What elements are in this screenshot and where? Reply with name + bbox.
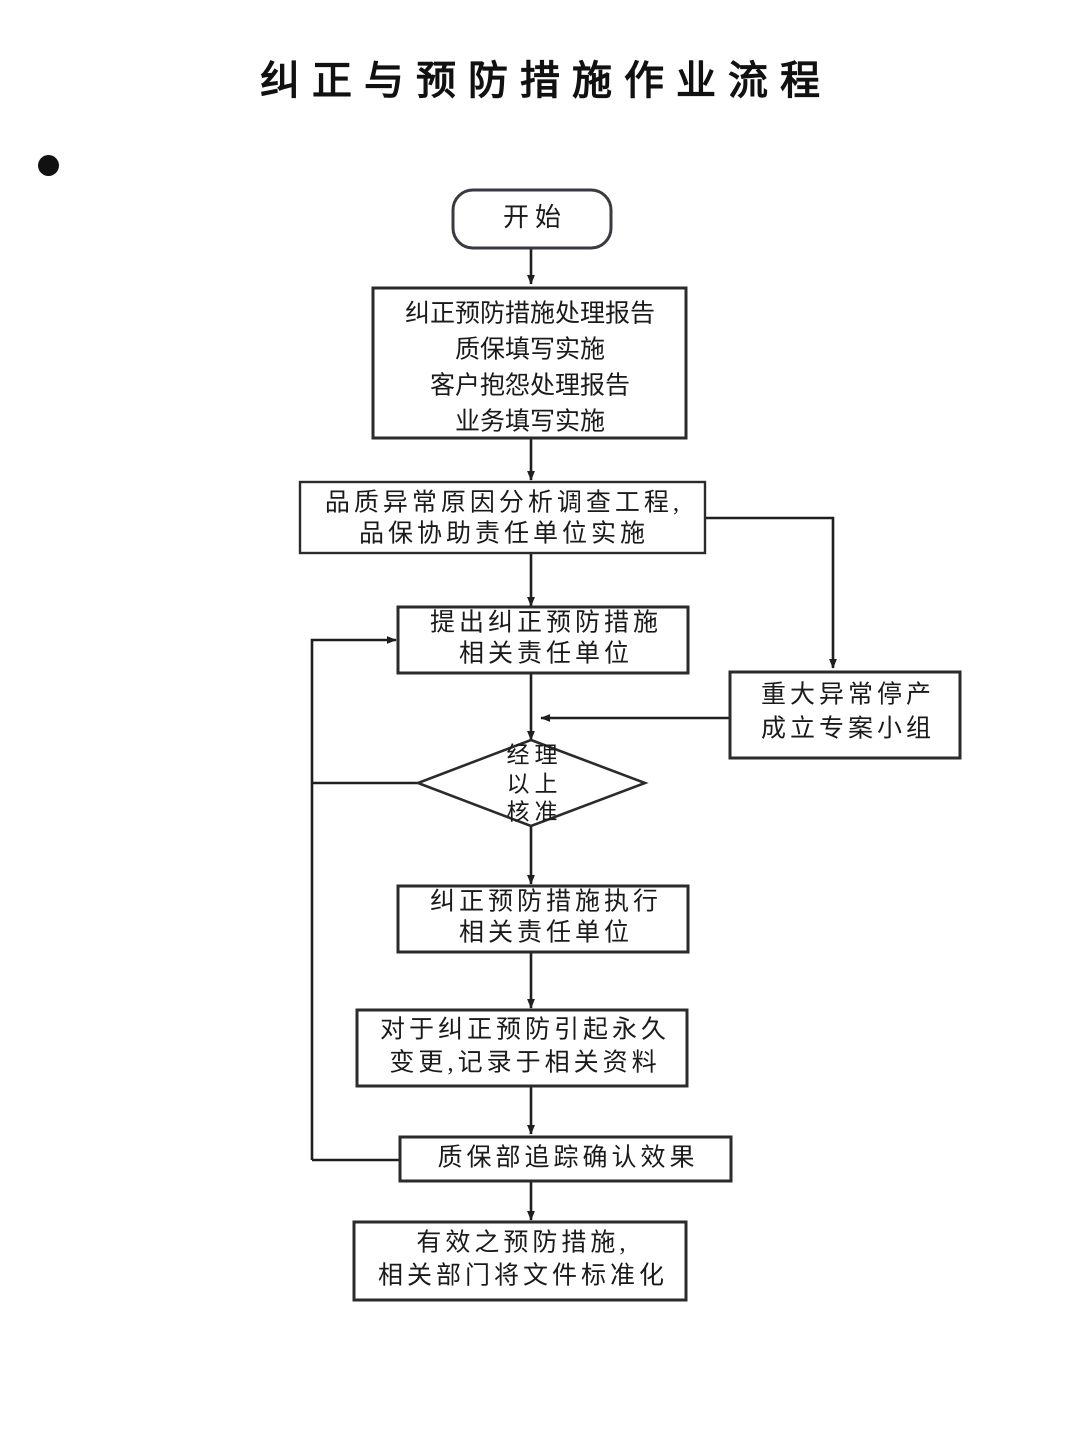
bullet-dot-marker (38, 155, 59, 176)
node-propose-line-2: 相关责任单位 (459, 640, 633, 668)
node-start-shape[interactable] (451, 188, 613, 250)
node-record-line-2: 变更,记录于相关资料 (389, 1049, 660, 1077)
node-execute-shape[interactable] (396, 884, 690, 954)
node-report-shape[interactable] (371, 286, 688, 440)
node-approval-char-3: 以 (507, 771, 530, 796)
node-analysis[interactable]: 品质异常原因分析调查工程, 品保协助责任单位实施 (298, 480, 707, 555)
node-standardize-shape[interactable] (352, 1220, 688, 1302)
node-standardize[interactable]: 有效之预防措施, 相关部门将文件标准化 (352, 1220, 688, 1302)
node-approval-char-1: 经 (507, 742, 530, 767)
node-start[interactable]: 开始 (451, 188, 613, 250)
node-report[interactable]: 纠正预防措施处理报告 质保填写实施 客户抱怨处理报告 业务填写实施 (371, 286, 688, 440)
node-execute-line-2: 相关责任单位 (459, 919, 633, 947)
node-propose[interactable]: 提出纠正预防措施 相关责任单位 (396, 605, 690, 675)
node-approval-char-4: 上 (535, 771, 558, 796)
node-taskforce[interactable]: 重大异常停产 成立专案小组 (728, 670, 962, 760)
node-record-shape[interactable] (355, 1008, 689, 1088)
connector-layer (310, 247, 837, 1221)
node-taskforce-line-2: 成立专案小组 (761, 715, 935, 743)
node-report-line-1: 纠正预防措施处理报告 (405, 300, 655, 328)
node-propose-shape[interactable] (396, 605, 690, 675)
node-approval-shape[interactable] (414, 738, 649, 828)
edge-analysis-to-taskforce (705, 516, 837, 669)
node-verify-shape[interactable] (398, 1135, 733, 1183)
node-taskforce-line-1: 重大异常停产 (761, 681, 935, 709)
node-report-line-2: 质保填写实施 (455, 336, 605, 364)
node-record[interactable]: 对于纠正预防引起永久 变更,记录于相关资料 (355, 1008, 689, 1088)
node-propose-line-1: 提出纠正预防措施 (430, 609, 662, 637)
node-analysis-shape[interactable] (298, 480, 707, 555)
node-verify[interactable]: 质保部追踪确认效果 (398, 1135, 733, 1183)
node-approval-char-2: 理 (535, 742, 558, 767)
node-analysis-line-2: 品保协助责任单位实施 (359, 520, 649, 548)
node-record-line-1: 对于纠正预防引起永久 (380, 1016, 670, 1044)
edge-feedback-trunk-to-propose (310, 636, 397, 1160)
node-verify-label: 质保部追踪确认效果 (437, 1144, 698, 1172)
node-execute-line-1: 纠正预防措施执行 (430, 888, 662, 916)
node-report-line-4: 业务填写实施 (455, 408, 605, 436)
node-taskforce-shape[interactable] (728, 670, 962, 760)
page-title: 纠正与预防措施作业流程 (260, 58, 832, 103)
node-execute[interactable]: 纠正预防措施执行 相关责任单位 (396, 884, 690, 954)
node-approval[interactable]: 经 理 以 上 核 准 (414, 738, 649, 828)
node-standardize-line-2: 相关部门将文件标准化 (378, 1262, 668, 1290)
node-approval-char-6: 准 (535, 799, 558, 824)
node-approval-char-5: 核 (507, 799, 530, 824)
node-analysis-line-1: 品质异常原因分析调查工程, (325, 489, 683, 517)
node-start-label: 开始 (503, 203, 567, 232)
node-standardize-line-1: 有效之预防措施, (416, 1229, 629, 1257)
node-report-line-3: 客户抱怨处理报告 (430, 372, 630, 400)
